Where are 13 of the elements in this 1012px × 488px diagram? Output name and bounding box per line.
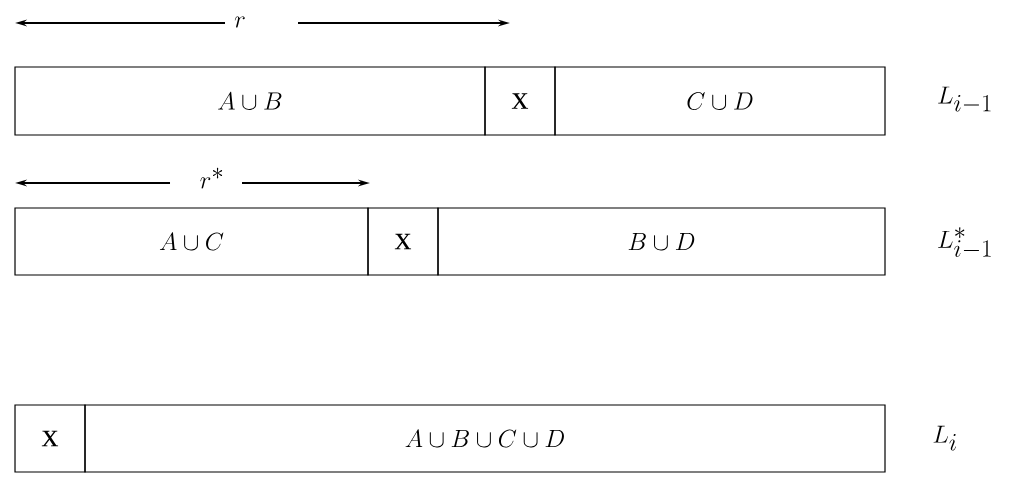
cell-box: $A \cup B \cup C \cup D$ <box>84 404 886 473</box>
row-label: $L_{i-1}$ <box>938 86 991 112</box>
cell-box: $A \cup B$ <box>14 66 486 136</box>
cell-box: $C \cup D$ <box>554 66 886 136</box>
cell-box: $B \cup D$ <box>437 207 886 276</box>
row-label: $L_i$ <box>933 425 956 451</box>
row-label: $L^*_{i-1}$ <box>938 227 991 257</box>
dimension-label: $r$ <box>234 16 245 28</box>
cell-box: x <box>14 404 86 473</box>
dimension-label: $r^*$ <box>200 167 223 189</box>
cell-box: x <box>484 66 556 136</box>
cell-box: $A \cup C$ <box>14 207 369 276</box>
cell-box: x <box>367 207 439 276</box>
